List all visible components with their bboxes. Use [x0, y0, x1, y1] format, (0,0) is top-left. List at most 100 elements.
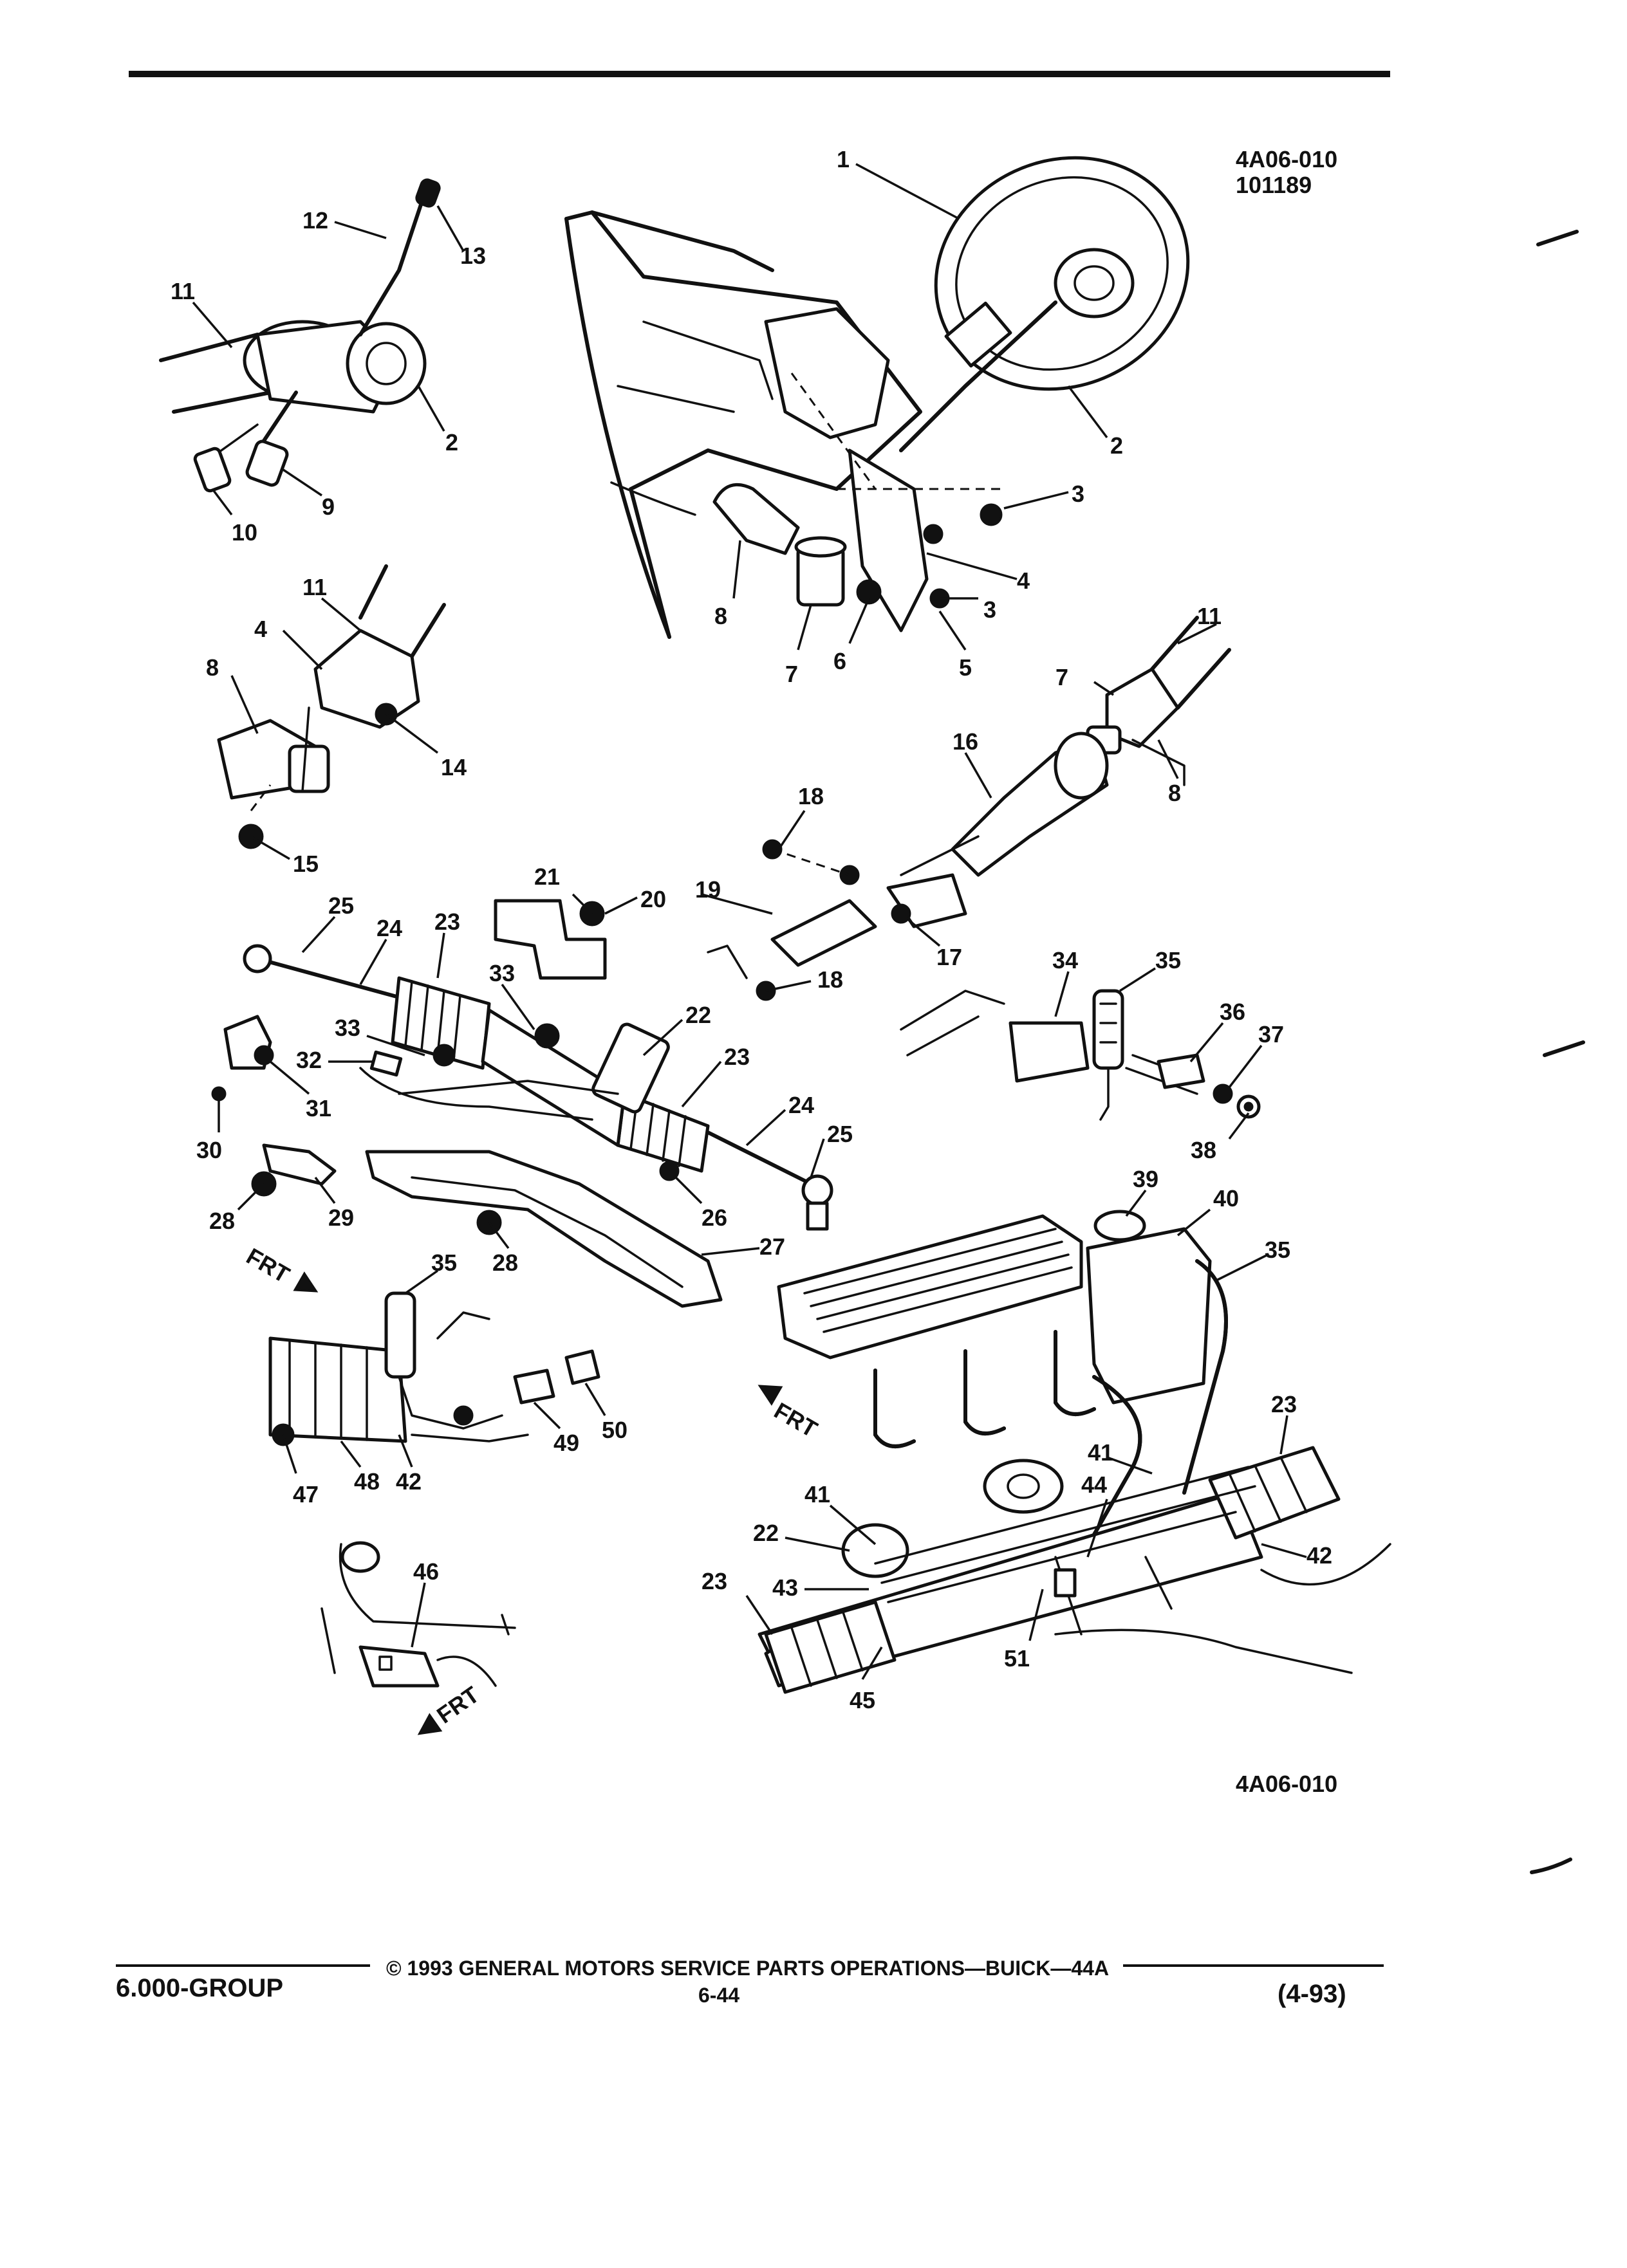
callout-35: 35	[431, 1249, 457, 1276]
callout-11: 11	[171, 278, 195, 304]
callout-31: 31	[306, 1095, 331, 1121]
edge-mark	[1536, 230, 1579, 246]
callout-47: 47	[293, 1481, 319, 1507]
callout-5: 5	[959, 654, 972, 681]
edge-mark	[1530, 1858, 1572, 1874]
callouts-hose-clamp: 34 35 36 37 38	[1052, 947, 1284, 1163]
column-mount-detail	[217, 564, 446, 849]
callout-4: 4	[254, 616, 267, 642]
callout-51: 51	[1004, 1645, 1030, 1672]
figure-code-bottom: 4A06-010	[1236, 1771, 1337, 1797]
callout-6: 6	[833, 648, 846, 674]
footer-copyright: © 1993 GENERAL MOTORS SERVICE PARTS OPER…	[386, 1957, 1109, 1980]
edge-mark	[1543, 1040, 1585, 1057]
callout-11: 11	[1197, 603, 1222, 629]
callout-26: 26	[702, 1204, 727, 1231]
callout-42: 42	[1306, 1542, 1332, 1569]
callout-3: 3	[983, 596, 996, 623]
callout-7: 7	[1055, 664, 1068, 690]
rack-and-pinion-assembly	[211, 899, 833, 1308]
figure-date-code: 101189	[1236, 172, 1312, 198]
front-direction-indicator: FRT	[758, 1385, 822, 1443]
callouts-signal-lever: 12 13 11 2 9 10	[171, 205, 486, 546]
callout-30: 30	[196, 1137, 222, 1163]
callout-22: 22	[685, 1002, 711, 1028]
callout-22: 22	[753, 1520, 779, 1546]
callout-40: 40	[1213, 1185, 1239, 1212]
callouts-shaft: 11 7 8 16 18 19 17 18	[695, 603, 1222, 993]
callout-23: 23	[702, 1568, 727, 1594]
callout-41: 41	[804, 1481, 830, 1507]
intermediate-shaft-detail	[707, 616, 1231, 1001]
callouts-rack: 21 20 25 24 23 33 33 32 22 23 24 25 31 3…	[196, 863, 853, 1276]
callout-41: 41	[1088, 1439, 1113, 1466]
front-direction-indicator: FRT	[417, 1681, 484, 1735]
svg-text:FRT: FRT	[770, 1397, 822, 1443]
callout-33: 33	[489, 960, 515, 986]
callout-28: 28	[492, 1249, 518, 1276]
callout-24: 24	[788, 1092, 814, 1118]
callout-28: 28	[209, 1208, 235, 1234]
callout-8: 8	[206, 654, 219, 681]
engine-hose-routing	[758, 1210, 1391, 1694]
callout-44: 44	[1081, 1471, 1107, 1498]
callout-8: 8	[1168, 780, 1181, 806]
callout-13: 13	[460, 243, 486, 269]
callout-24: 24	[377, 915, 402, 941]
callout-4: 4	[1017, 567, 1030, 594]
callout-18: 18	[798, 783, 824, 809]
callout-25: 25	[328, 892, 354, 919]
callout-9: 9	[322, 493, 335, 520]
callout-46: 46	[413, 1558, 439, 1585]
callout-38: 38	[1191, 1137, 1216, 1163]
instrument-panel-outline	[564, 210, 922, 639]
callout-11: 11	[302, 574, 327, 600]
callout-27: 27	[759, 1233, 785, 1260]
arrow-icon	[758, 1385, 783, 1406]
callout-2: 2	[1110, 432, 1123, 459]
front-direction-indicator: FRT	[242, 1242, 319, 1293]
svg-text:FRT: FRT	[432, 1681, 484, 1729]
callout-17: 17	[936, 944, 962, 970]
callouts-hose-routing: 35 47 48 42 49 50	[282, 1249, 628, 1507]
callout-36: 36	[1220, 999, 1245, 1025]
column-support-components	[712, 307, 1004, 632]
callout-25: 25	[827, 1121, 853, 1147]
callout-34: 34	[1052, 947, 1078, 973]
footer-page-number: 6-44	[698, 1984, 739, 2007]
callout-12: 12	[302, 207, 328, 234]
callout-8: 8	[714, 603, 727, 629]
callout-16: 16	[953, 728, 978, 755]
callout-49: 49	[553, 1430, 579, 1456]
callout-23: 23	[434, 908, 460, 935]
callouts-column-mount: 11 4 8 14 15	[206, 574, 467, 877]
callout-7: 7	[785, 661, 798, 687]
hose-routing-detail	[268, 1291, 600, 1446]
callout-14: 14	[441, 754, 467, 780]
callout-2: 2	[445, 429, 458, 456]
callout-1: 1	[837, 146, 850, 172]
callout-43: 43	[772, 1574, 798, 1601]
bracket-detail	[321, 1541, 516, 1688]
callout-48: 48	[354, 1468, 380, 1495]
callout-37: 37	[1258, 1021, 1284, 1047]
callout-35: 35	[1265, 1237, 1290, 1263]
callout-33: 33	[335, 1015, 360, 1041]
callout-23: 23	[724, 1044, 750, 1070]
callout-50: 50	[602, 1417, 628, 1443]
arrow-icon	[417, 1713, 443, 1735]
page-footer: 6.000-GROUP © 1993 GENERAL MOTORS SERVIC…	[116, 1957, 1384, 2008]
footer-revision: (4-93)	[1278, 1980, 1346, 2008]
steering-wheel-assembly	[899, 156, 1190, 452]
callouts-column-main: 1 2 3 3 4 5 6 7 8	[714, 146, 1123, 687]
arrow-icon	[293, 1271, 319, 1293]
callout-15: 15	[293, 851, 319, 877]
callout-39: 39	[1133, 1166, 1158, 1192]
callout-10: 10	[232, 519, 257, 546]
callout-35: 35	[1155, 947, 1181, 973]
hose-clamp-detail	[900, 989, 1261, 1121]
callout-23: 23	[1271, 1391, 1297, 1417]
callout-42: 42	[396, 1468, 422, 1495]
